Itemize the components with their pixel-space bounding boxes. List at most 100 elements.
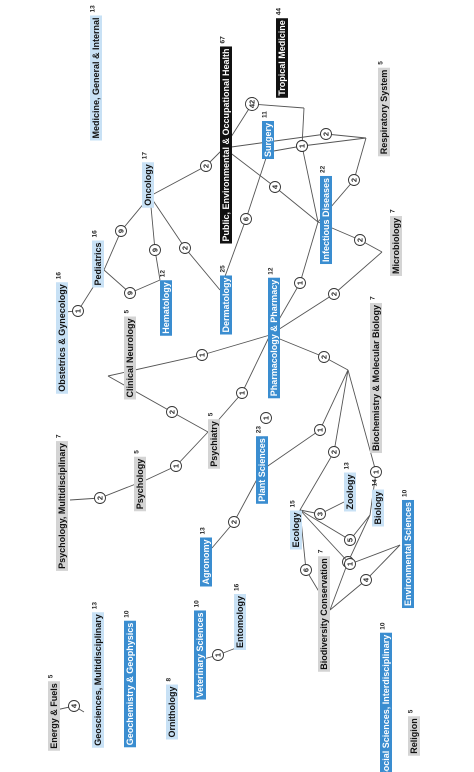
edge-weight-label: 1 — [74, 309, 83, 313]
edge-psychiatry-psychology: 1 — [145, 431, 209, 481]
edge-weight-circle — [314, 508, 326, 520]
node-label: Environmental Sciences — [403, 502, 413, 606]
edge-weight-circle — [344, 558, 356, 570]
edge-entomology-veterinary: 1 — [199, 647, 237, 661]
node-label: Psychology — [135, 459, 145, 510]
edge-public_health-respiratory: 2 — [223, 128, 367, 149]
edge-weight-label: 2 — [330, 292, 339, 296]
edge-oncology-hematology: 9 — [149, 195, 161, 281]
edge-tropical-public_health: 42 — [223, 97, 305, 149]
node-label-background — [160, 280, 172, 336]
edge-weight-label: 2 — [230, 520, 239, 524]
edge-weight-label: 2 — [356, 238, 365, 242]
node-label: Psychiatry — [209, 421, 219, 467]
node-label: Obstetrics & Gynecology — [57, 284, 67, 392]
edge-weight-circle — [260, 412, 272, 424]
edge-weight-circle — [166, 406, 178, 418]
edge-weight-circle — [296, 140, 308, 152]
node-psychology: Psychology 5 — [134, 450, 146, 512]
edge-tropical-infectious: 1 — [296, 107, 319, 223]
node-count: 22 — [320, 165, 327, 173]
node-label: Religion — [409, 718, 419, 754]
edge-line — [301, 107, 319, 223]
edge-weight-label: 4 — [362, 577, 371, 582]
edge-weight-circle — [360, 574, 372, 586]
edge-weight-circle — [196, 349, 208, 361]
node-label-background — [256, 436, 268, 504]
edge-weight-label: 9 — [151, 248, 160, 252]
node-label-background — [290, 510, 302, 550]
node-count: 13 — [92, 602, 99, 610]
edge-weight-label: 1 — [198, 353, 207, 357]
edge-surgery-respiratory: 1 — [267, 137, 367, 153]
edge-line — [269, 334, 349, 371]
node-ornithology: Ornithology 8 — [166, 678, 178, 740]
edge-line — [299, 509, 371, 541]
node-label-background — [92, 240, 104, 288]
node-count: 12 — [268, 267, 275, 275]
node-label: Respiratory System — [379, 70, 389, 155]
node-count: 5 — [208, 412, 215, 416]
edge-weight-circle — [344, 534, 356, 546]
node-count: 8 — [166, 678, 173, 682]
node-count: 10 — [194, 600, 201, 608]
node-label-background — [90, 15, 102, 141]
edge-weight-label: 1 — [316, 428, 325, 432]
edge-biochemistry-plant_sciences: 1 — [261, 369, 349, 471]
node-count: 16 — [56, 272, 63, 280]
node-count: 5 — [134, 450, 141, 454]
node-label: Microbiology — [391, 218, 401, 274]
node-count: 10 — [124, 610, 131, 618]
edge-weight-circle — [124, 287, 136, 299]
edge-weight-circle — [318, 351, 330, 363]
node-count: 5 — [408, 709, 415, 713]
edge-weight-label: 1 — [346, 562, 355, 566]
node-count: 14 — [372, 479, 379, 487]
edge-weight-label: 1 — [296, 281, 305, 285]
edge-env_sciences-biodiversity: 4 — [329, 544, 401, 611]
node-label: Oncology — [143, 164, 153, 206]
node-count: 16 — [234, 583, 241, 591]
node-count: 13 — [200, 527, 207, 535]
edge-weight-label: 2 — [96, 496, 105, 500]
node-label-background — [320, 175, 332, 265]
edge-weight-circle — [94, 492, 106, 504]
node-count: 12 — [160, 270, 167, 278]
node-obstetrics: Obstetrics & Gynecology 16 — [56, 272, 68, 394]
node-surgery: Surgery 11 — [262, 111, 274, 160]
node-count: 5 — [48, 674, 55, 678]
edge-weight-circle — [170, 460, 182, 472]
edge-weight-circle — [236, 387, 248, 399]
edge-weight-circle — [314, 424, 326, 436]
edge-weight-label: 2 — [330, 450, 339, 454]
node-label-background — [200, 537, 212, 587]
node-label: Dermatology — [221, 277, 231, 332]
node-count: 11 — [262, 111, 269, 118]
node-religion: Religion 5 — [408, 709, 420, 756]
edge-weight-label: 2 — [322, 132, 331, 136]
edge-pharmacology-microbiology: 2 — [269, 251, 383, 336]
node-label-background — [380, 632, 392, 772]
node-label: Surgery — [263, 123, 273, 157]
edge-weight-label: 9 — [117, 229, 126, 233]
node-label-background — [234, 594, 246, 650]
node-count: 44 — [276, 8, 283, 16]
node-label-background — [408, 716, 420, 756]
edge-weight-circle — [269, 181, 281, 193]
edge-env_sciences-ecology: 1 — [299, 509, 401, 570]
edge-weight-circle — [348, 174, 360, 186]
node-label: Ornithology — [167, 687, 177, 738]
node-label-background — [48, 681, 60, 751]
node-label-background — [56, 441, 68, 571]
edge-weight-circle — [228, 516, 240, 528]
